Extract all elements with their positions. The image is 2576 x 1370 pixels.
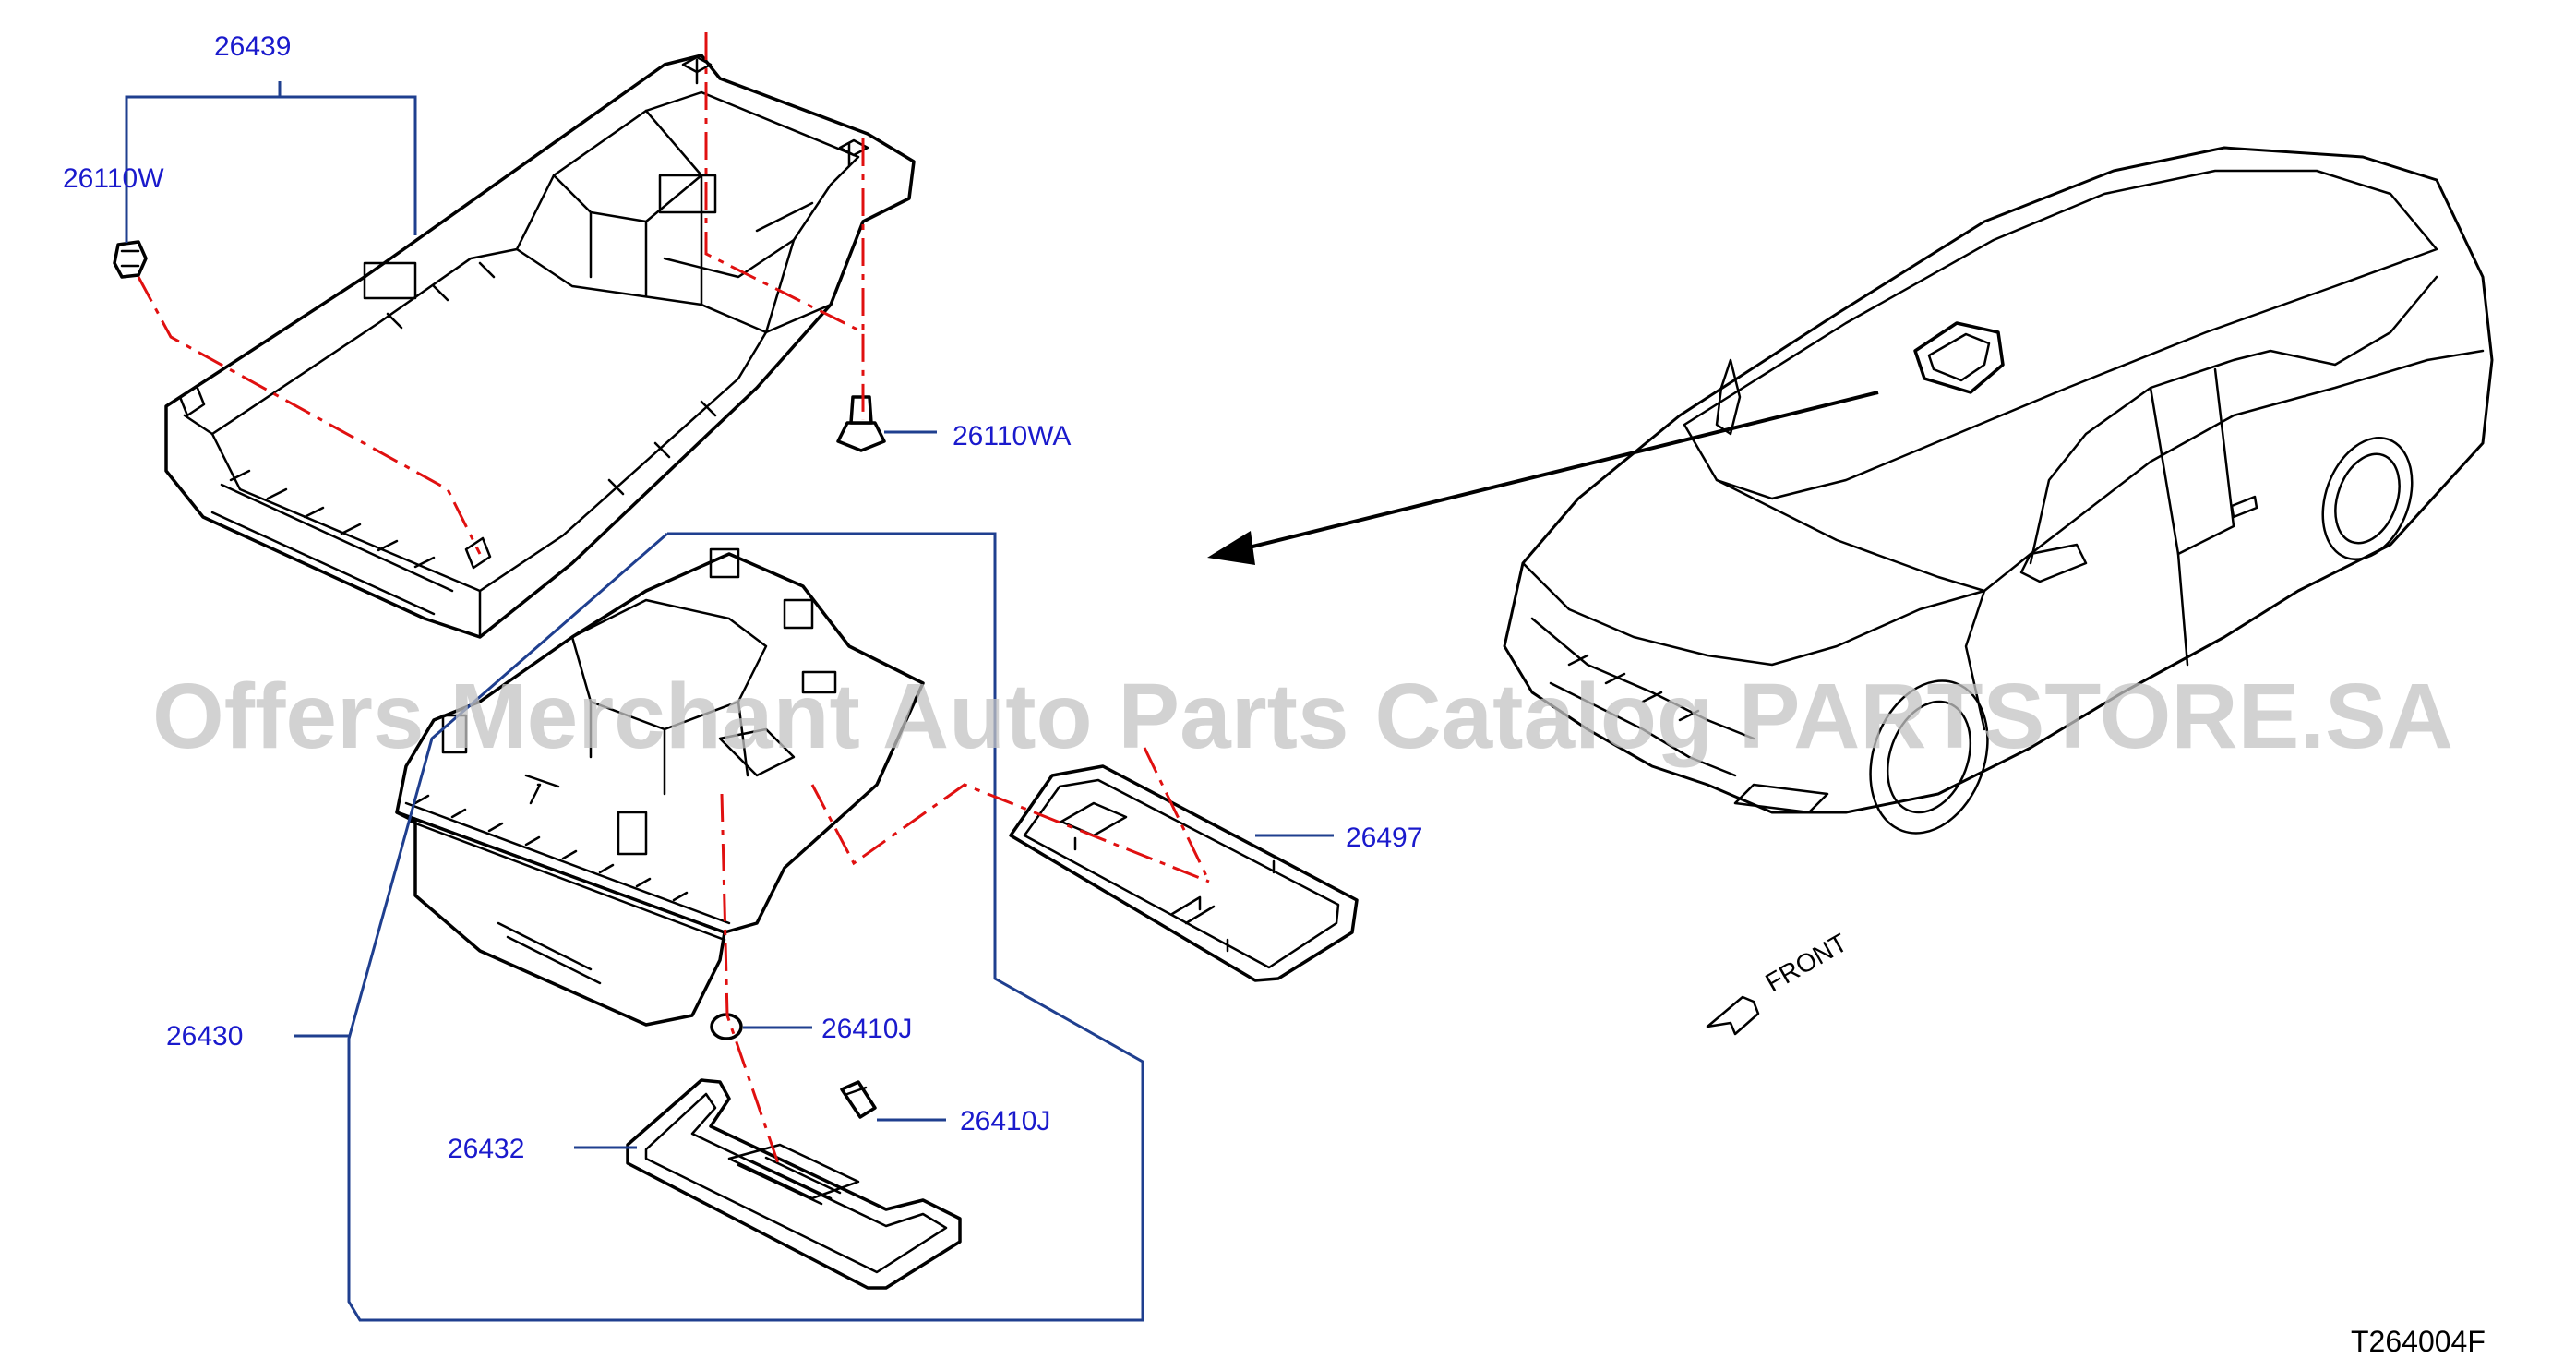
bracket-26439	[164, 54, 916, 639]
cover-26497	[1009, 764, 1359, 982]
callout-26110wa: 26110WA	[953, 421, 1071, 451]
clip-26110wa	[836, 395, 886, 452]
front-label: FRONT	[1761, 928, 1852, 997]
callout-26439: 26439	[214, 31, 291, 62]
watermark: Offers Merchant Auto Parts Catalog PARTS…	[152, 665, 2453, 768]
drawing-code: T264004F	[2351, 1325, 2486, 1358]
bulb-26410j-b	[840, 1080, 877, 1119]
front-direction-indicator: FRONT	[1706, 928, 1852, 1036]
clip-26110w	[113, 240, 148, 279]
centerlines	[137, 32, 1211, 1164]
bulb-26410j-a	[710, 1013, 743, 1040]
lens-26432	[626, 1078, 962, 1290]
callout-26497: 26497	[1346, 823, 1422, 853]
callout-26432: 26432	[448, 1134, 524, 1164]
lamp-housing-26430	[395, 547, 925, 1027]
callout-26410j-b: 26410J	[960, 1106, 1050, 1136]
car-illustration	[1503, 146, 2494, 835]
callout-26110w: 26110W	[63, 163, 164, 194]
callout-26430: 26430	[166, 1021, 243, 1052]
location-arrow	[1207, 391, 1879, 565]
leader-26430	[294, 532, 1144, 1322]
leader-26439	[125, 81, 417, 243]
leader-lines	[125, 81, 1334, 1322]
callout-26410j-a: 26410J	[821, 1014, 912, 1044]
